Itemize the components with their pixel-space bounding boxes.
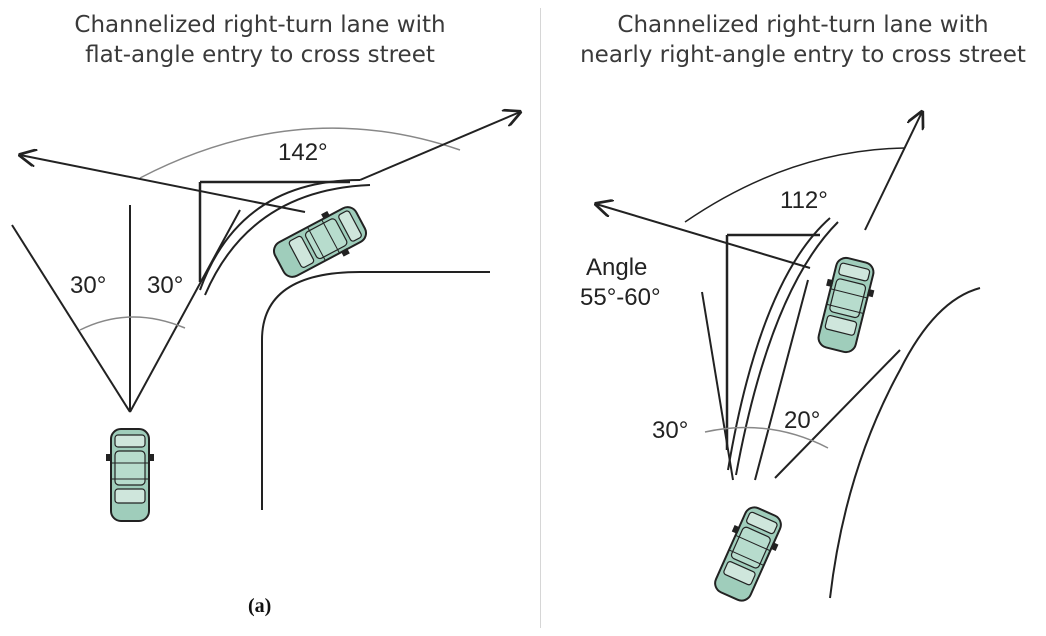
right-arrow-left — [596, 204, 811, 269]
left-angle-right: 30° — [147, 272, 183, 299]
right-car-top — [811, 253, 881, 357]
right-island-curb — [829, 287, 981, 599]
left-angle-left: 30° — [70, 272, 106, 299]
left-panel-drawing — [11, 112, 520, 522]
right-title-line1: Channelized right-turn lane with — [617, 12, 989, 38]
left-angle-main: 142° — [278, 139, 328, 166]
right-panel-title: Channelized right-turn lane with nearly … — [560, 10, 1046, 70]
left-curb-outer — [199, 179, 361, 291]
left-title-line1: Channelized right-turn lane with — [74, 12, 446, 38]
right-sight-line-right — [774, 349, 901, 479]
left-sight-line-far — [11, 224, 131, 413]
right-title-line2: nearly right-angle entry to cross street — [580, 42, 1026, 68]
right-car-bottom — [707, 501, 789, 607]
right-angle-label-line2: 55°-60° — [580, 284, 661, 311]
right-angle-label-line1: Angle — [586, 254, 647, 281]
right-angle-right: 20° — [784, 407, 820, 434]
right-right-angle-marker — [725, 233, 820, 450]
panel-divider — [540, 8, 541, 628]
right-angle-left: 30° — [652, 417, 688, 444]
right-lane-curve-outer — [727, 217, 831, 471]
left-car-bottom — [106, 428, 154, 522]
left-wide-arc — [139, 127, 461, 179]
right-panel-drawing — [596, 112, 981, 607]
left-sight-line-near — [129, 209, 241, 413]
right-lane-curve-inner — [735, 221, 839, 476]
left-panel-title: Channelized right-turn lane with flat-an… — [0, 10, 520, 70]
right-angle-main: 112° — [780, 187, 828, 214]
left-title-line2: flat-angle entry to cross street — [85, 42, 435, 68]
left-curb-inner — [204, 184, 371, 296]
right-lower-arc — [704, 426, 829, 449]
left-lower-arc — [79, 316, 186, 331]
right-arrow-up — [864, 112, 922, 231]
left-island-curb — [261, 271, 490, 510]
left-arrow-left — [20, 155, 306, 213]
right-upper-arc — [684, 147, 906, 223]
right-sight-line-mid — [754, 279, 809, 481]
left-caption: (a) — [248, 595, 271, 617]
right-sight-line-left — [701, 291, 734, 481]
left-arrow-right — [359, 112, 520, 181]
